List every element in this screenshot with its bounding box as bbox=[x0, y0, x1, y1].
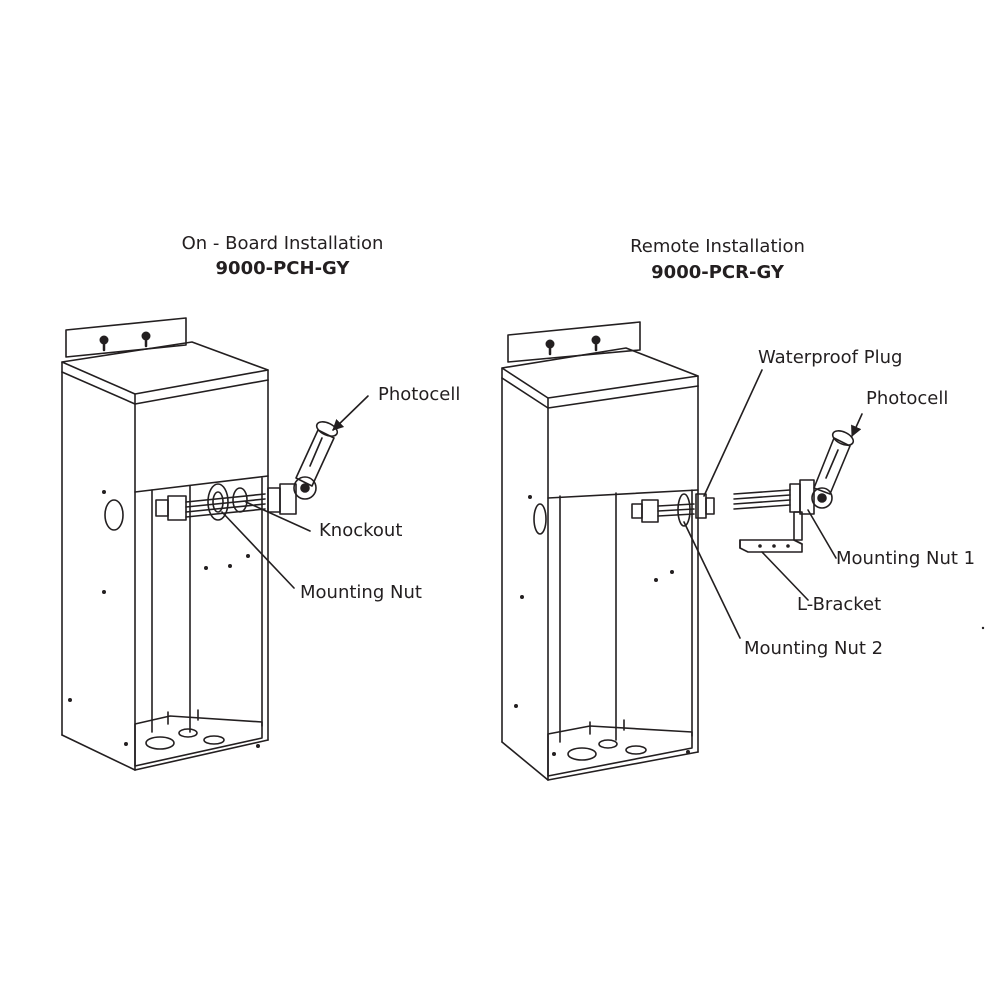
l-bracket bbox=[793, 511, 803, 541]
onboard-knockout-leader bbox=[245, 501, 311, 532]
mounting-nut-1-leader bbox=[807, 509, 837, 559]
onboard-model: 9000-PCH-GY bbox=[215, 258, 350, 279]
waterproof-plug-label: Waterproof Plug bbox=[758, 347, 903, 368]
remote-title: Remote Installation bbox=[630, 236, 805, 257]
onboard-transformer-box bbox=[61, 317, 269, 771]
mounting-nut-2-label: Mounting Nut 2 bbox=[744, 638, 884, 659]
onboard-mounting-nut-leader bbox=[221, 511, 295, 589]
remote-photocell-assembly bbox=[631, 430, 855, 553]
onboard-photocell-arrow bbox=[332, 395, 369, 431]
remote-leader-lines bbox=[683, 369, 863, 639]
remote-mounting-tab bbox=[507, 321, 641, 363]
l-bracket-leader bbox=[761, 551, 809, 601]
remote-transformer-box bbox=[501, 321, 699, 781]
onboard-photocell-assembly bbox=[155, 421, 339, 521]
remote-photocell-label: Photocell bbox=[866, 388, 949, 409]
onboard-leader-lines bbox=[221, 395, 369, 589]
mounting-nut-1-label: Mounting Nut 1 bbox=[836, 548, 976, 569]
onboard-knockout-label: Knockout bbox=[319, 520, 403, 541]
remote-bottom-tray bbox=[547, 725, 693, 777]
onboard-photocell-label: Photocell bbox=[378, 384, 461, 405]
remote-side-knockout bbox=[533, 503, 547, 535]
onboard-mounting-tab bbox=[65, 317, 187, 358]
waterproof-plug-leader bbox=[703, 369, 763, 497]
l-bracket-label: L-Bracket bbox=[797, 594, 882, 615]
onboard-side-knockout bbox=[104, 499, 124, 531]
onboard-title: On - Board Installation bbox=[181, 233, 384, 254]
remote-model: 9000-PCR-GY bbox=[651, 262, 784, 283]
stray-dot bbox=[981, 626, 985, 630]
remote-photocell-arrow bbox=[851, 413, 863, 438]
onboard-mounting-nut-label: Mounting Nut bbox=[300, 582, 422, 603]
mounting-nut-2-leader bbox=[683, 521, 741, 639]
onboard-bottom-tray bbox=[134, 715, 263, 767]
